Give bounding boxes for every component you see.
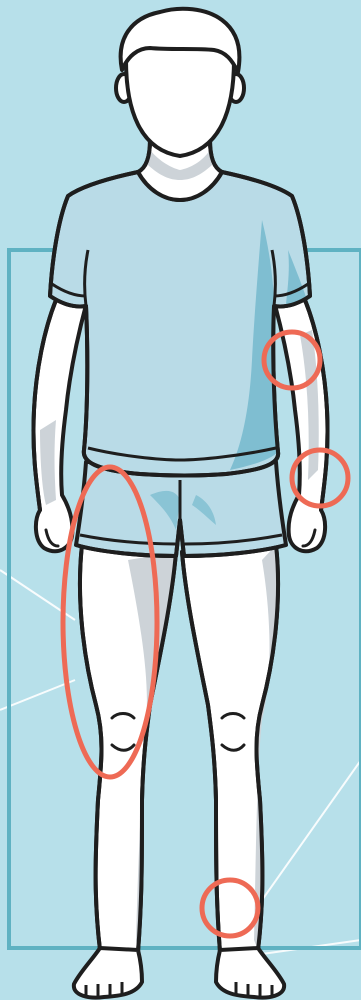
shirt	[50, 172, 310, 476]
